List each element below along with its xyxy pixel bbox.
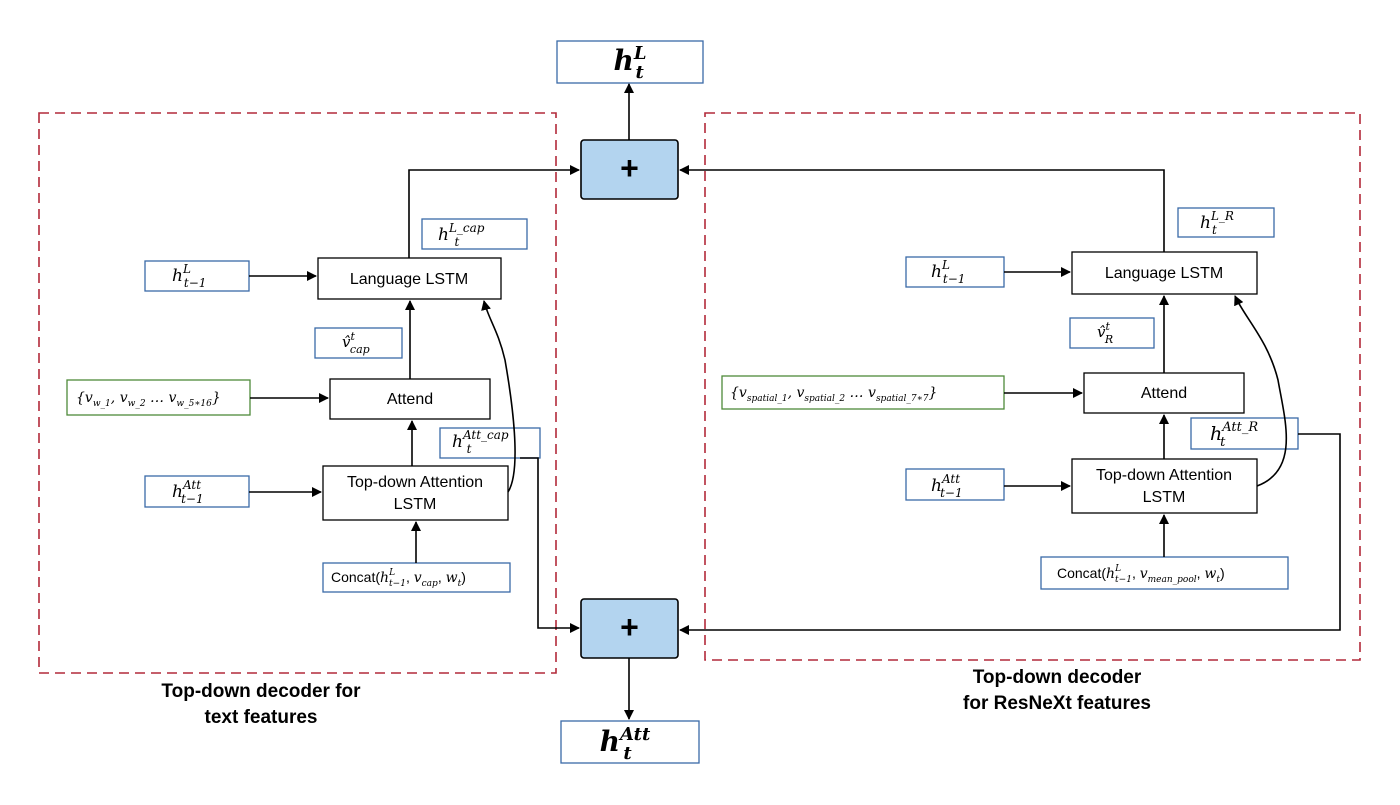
right-v-hat-box <box>1069 317 1155 349</box>
left-h-L-cap-box <box>421 218 528 250</box>
right-decoder-title-line2: for ResNeXt features <box>963 693 1151 714</box>
left-language-lstm-label: Language LSTM <box>350 271 468 288</box>
left-decoder-title-line2: text features <box>205 707 318 728</box>
right-attend-label: Attend <box>1141 385 1187 402</box>
left-topdown-line1: Top-down Attention <box>347 474 483 491</box>
right-decoder-title-line1: Top-down decoder <box>973 667 1142 688</box>
left-topdown-line2: LSTM <box>394 496 437 513</box>
right-decoder-region <box>704 112 1361 661</box>
right-h-L-R-box <box>1177 207 1275 238</box>
plus-bottom-label: + <box>620 609 639 645</box>
right-h-prev-att-box <box>905 468 1005 501</box>
right-topdown-line1: Top-down Attention <box>1096 467 1232 484</box>
left-features-label: {vw_1, vw_2 … vw_5∗16} <box>76 390 221 409</box>
left-decoder-region <box>38 112 557 674</box>
right-attend-box <box>1083 372 1245 414</box>
left-decoder-title-line1: Top-down decoder for <box>161 681 361 702</box>
left-v-hat-box <box>314 327 403 359</box>
plus-top-label: + <box>620 150 639 186</box>
right-language-lstm-label: Language LSTM <box>1105 265 1223 282</box>
left-language-lstm-box <box>317 257 502 300</box>
left-topdown-lstm-box <box>322 465 509 521</box>
left-concat-box <box>322 562 511 593</box>
arrow-right-language-to-plus <box>679 165 1165 252</box>
arrow-right-hattR-to-plus <box>679 433 1341 635</box>
right-features-label: {vspatial_1, vspatial_2 … vspatial_7∗7} <box>730 385 937 404</box>
arrow-right-topdown-to-language <box>1234 295 1288 487</box>
left-h-prev-att-box <box>144 475 250 508</box>
output-bottom-box <box>560 720 700 764</box>
arrow-left-language-to-plus <box>408 165 580 258</box>
arrow-left-topdown-to-language <box>481 300 516 493</box>
right-concat-box <box>1040 556 1289 590</box>
left-attend-box <box>329 378 491 420</box>
right-h-att-R-box <box>1190 417 1299 450</box>
left-attend-label: Attend <box>387 391 433 408</box>
left-features-box <box>66 379 251 416</box>
output-top-box <box>556 40 704 84</box>
left-h-att-cap-box <box>439 427 541 459</box>
arrow-left-hattcap-to-plus <box>520 457 580 633</box>
right-topdown-line2: LSTM <box>1143 489 1186 506</box>
